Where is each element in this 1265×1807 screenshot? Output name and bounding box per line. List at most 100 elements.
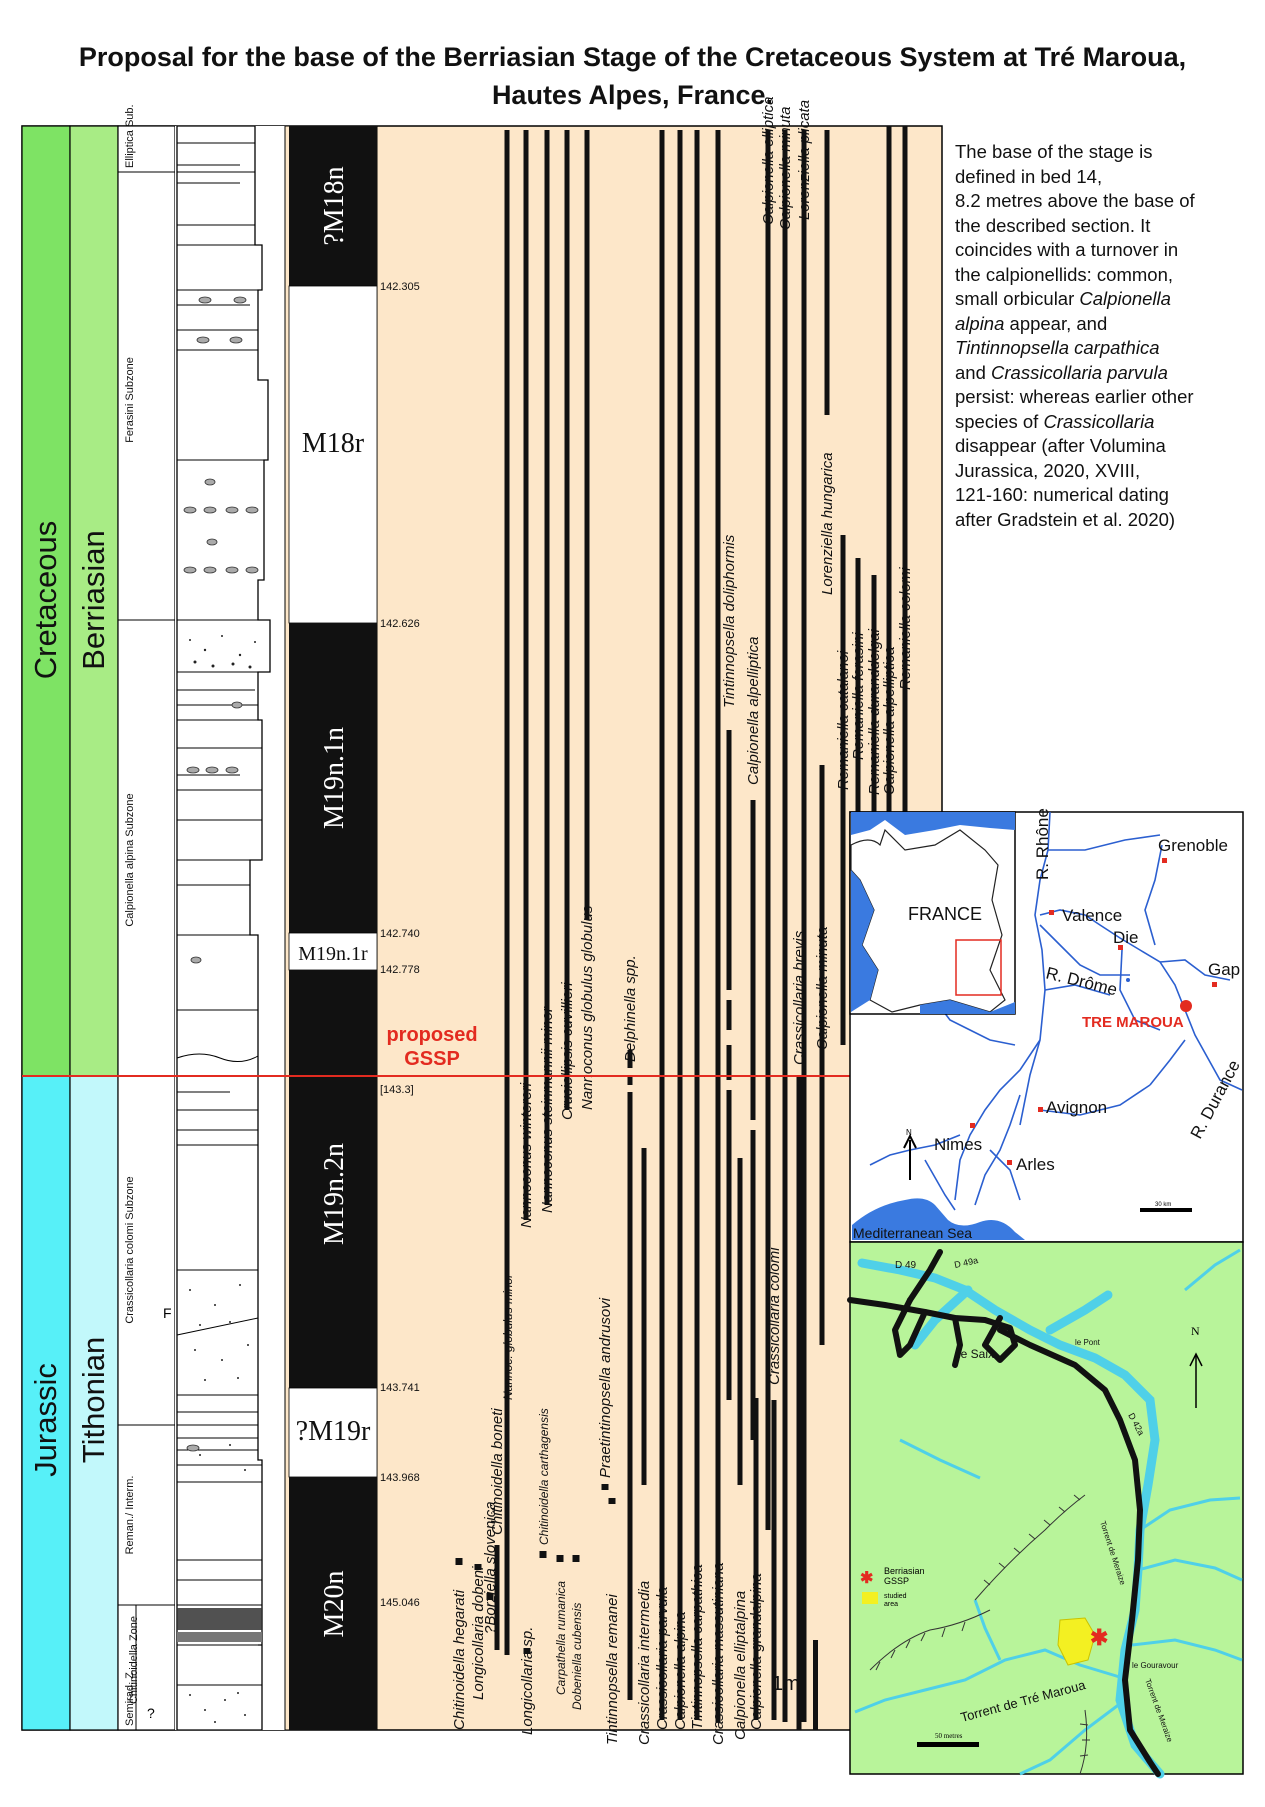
taxon-label: Crassicollaria intermedia — [636, 1581, 653, 1745]
taxon-label: Calpionella elliptica — [760, 97, 777, 225]
taxon-label: Remaniella catalanoi — [835, 650, 852, 790]
magnetochron-column — [288, 126, 378, 1730]
title-line-1: Proposal for the base of the Berriasian … — [78, 42, 1187, 72]
taxon-label: Remaniella duranddelgai — [866, 628, 883, 795]
taxon-range-bar — [886, 126, 892, 1075]
stage-box-berriasian — [69, 125, 119, 1077]
chron-block-m19n1r — [288, 932, 378, 971]
taxon-label: Calpionella alpelliptica — [881, 647, 898, 795]
subzone-label-elliptica: Elliptica Sub. — [124, 104, 136, 168]
taxon-range-bar — [771, 1400, 777, 1720]
taxon-label: Dobeniella cubensis — [570, 1603, 584, 1710]
system-label-jurassic: Jurassic — [28, 1363, 63, 1477]
taxon-label: Carpathella rumanica — [554, 1581, 568, 1695]
gssp-label-line-2: GSSP — [404, 1048, 460, 1070]
chron-label-m19r: ?M19r — [296, 1416, 371, 1447]
taxon-label: Crassicollaria massutiniana — [710, 1562, 727, 1745]
chron-label-m18r: M18r — [302, 428, 365, 459]
taxon-range-bar — [608, 1498, 616, 1504]
age-label: 145.046 — [380, 1597, 420, 1609]
taxon-range-bar — [840, 535, 846, 1045]
taxon-range-bar — [659, 130, 665, 1720]
stage-label-tithonian: Tithonian — [76, 1337, 111, 1463]
scale-bar-label: 1m — [772, 1673, 800, 1695]
taxon-label: Calpionella alpelliptica — [745, 637, 762, 785]
taxon-label: Delphinella spp. — [622, 955, 639, 1062]
taxon-range-bar — [753, 1398, 759, 1720]
chron-block-m18r — [288, 285, 378, 624]
scale-bar — [813, 1640, 818, 1730]
taxon-label: Calpionella elliptalpina — [732, 1591, 749, 1740]
stage-label-berriasian: Berriasian — [76, 530, 111, 670]
taxon-label: Crassicollaria brevis — [791, 930, 808, 1065]
taxon-range-bar — [601, 1484, 609, 1490]
taxon-range-bar — [801, 130, 807, 1722]
taxon-label: Remaniella ferasini — [850, 632, 867, 760]
chron-block-m19n-lower — [289, 970, 377, 1077]
taxon-label: Cruciellipsis cuvillieri — [559, 982, 576, 1120]
taxon-range-bar — [486, 1593, 494, 1600]
taxon-range-bar — [677, 130, 683, 1720]
chron-block-m18n — [289, 126, 377, 286]
age-label: 143.968 — [380, 1472, 420, 1484]
chron-block-m19n1n — [289, 623, 377, 933]
taxon-label: Nannoconus wintereri — [518, 1082, 535, 1228]
age-label: 143.741 — [380, 1382, 420, 1394]
taxon-label: Tintinnopsella remanei — [604, 1594, 621, 1745]
taxon-range-bar — [750, 800, 756, 1120]
taxon-label: Lorenziella plicata — [796, 100, 813, 220]
taxon-label: Longicollaria sp. — [519, 1627, 536, 1735]
age-label: 142.626 — [380, 618, 420, 630]
taxon-range-bar — [474, 1564, 482, 1570]
subzone-column — [117, 125, 176, 1731]
taxon-label: Crassicollaria colomi — [766, 1247, 783, 1385]
chron-label-m19n1r: M19n.1r — [298, 943, 368, 965]
taxon-range-bar — [726, 1045, 732, 1080]
taxon-label: Chitinoidella boneti — [489, 1408, 506, 1535]
taxon-range-bar — [455, 1558, 463, 1565]
chron-block-m20n — [289, 1477, 377, 1730]
taxon-label: ?Borziella slovenica — [482, 1501, 499, 1634]
taxon-label: Nannoconus steinmannii minor — [539, 1006, 556, 1213]
subzone-label-reman-interm: Reman./ Interm. — [124, 1476, 136, 1555]
taxon-label: Calpionella minuta — [777, 107, 794, 230]
taxon-range-bar — [641, 1148, 647, 1485]
chron-label-m18n: ?M18n — [319, 166, 350, 245]
taxon-range-bar — [737, 1158, 743, 1485]
taxon-range-bar — [765, 130, 771, 1530]
taxon-label: Longicollaria dobeni — [470, 1566, 487, 1700]
taxon-range-bar — [523, 130, 529, 1220]
subzone-label-alpina: Calpionella alpina Subzone — [124, 793, 136, 926]
chron-label-m19n2n: M19n.2n — [319, 1143, 350, 1245]
page-title: Proposal for the base of the Berriasian … — [0, 38, 1265, 114]
taxon-range-bar — [556, 1555, 564, 1562]
taxon-range-bar — [627, 1092, 633, 1700]
system-label-cretaceous: Cretaceous — [28, 521, 63, 680]
taxon-range-bar — [627, 1075, 633, 1085]
description-text: The base of the stage is defined in bed … — [955, 141, 1195, 530]
taxon-range-bar — [523, 1648, 531, 1654]
chron-label-m20n: M20n — [319, 1571, 350, 1638]
taxon-range-bar — [572, 1555, 580, 1562]
taxon-label: Chitinoidella hegarati — [451, 1589, 468, 1730]
age-label: [143.3] — [380, 1084, 414, 1096]
subzone-label-semirad: Semirad. Z. — [124, 1669, 136, 1726]
age-label: 142.778 — [380, 964, 420, 976]
taxon-range-bar — [504, 130, 510, 1655]
log-nodules — [183, 296, 259, 1452]
age-label: 142.305 — [380, 281, 420, 293]
taxon-range-bar — [750, 1130, 756, 1440]
subzone-label-chitinoidella: Chitinoidella Zone — [128, 1616, 140, 1704]
taxon-label: Remaniella colomi — [897, 567, 914, 690]
taxon-label: Praetintinopsella andrusovi — [597, 1297, 614, 1478]
stage-box-tithonian — [69, 1075, 119, 1731]
taxon-range-bar — [564, 130, 570, 1110]
taxon-range-bar — [715, 130, 721, 1722]
taxon-range-bar — [819, 765, 825, 1345]
log-stipple — [189, 635, 256, 1723]
chron-block-m19n2n — [289, 1077, 377, 1388]
chron-label-m19n1n: M19n.1n — [319, 727, 350, 829]
log-mark-f: F — [163, 1305, 172, 1321]
lithology-log — [176, 126, 271, 1730]
